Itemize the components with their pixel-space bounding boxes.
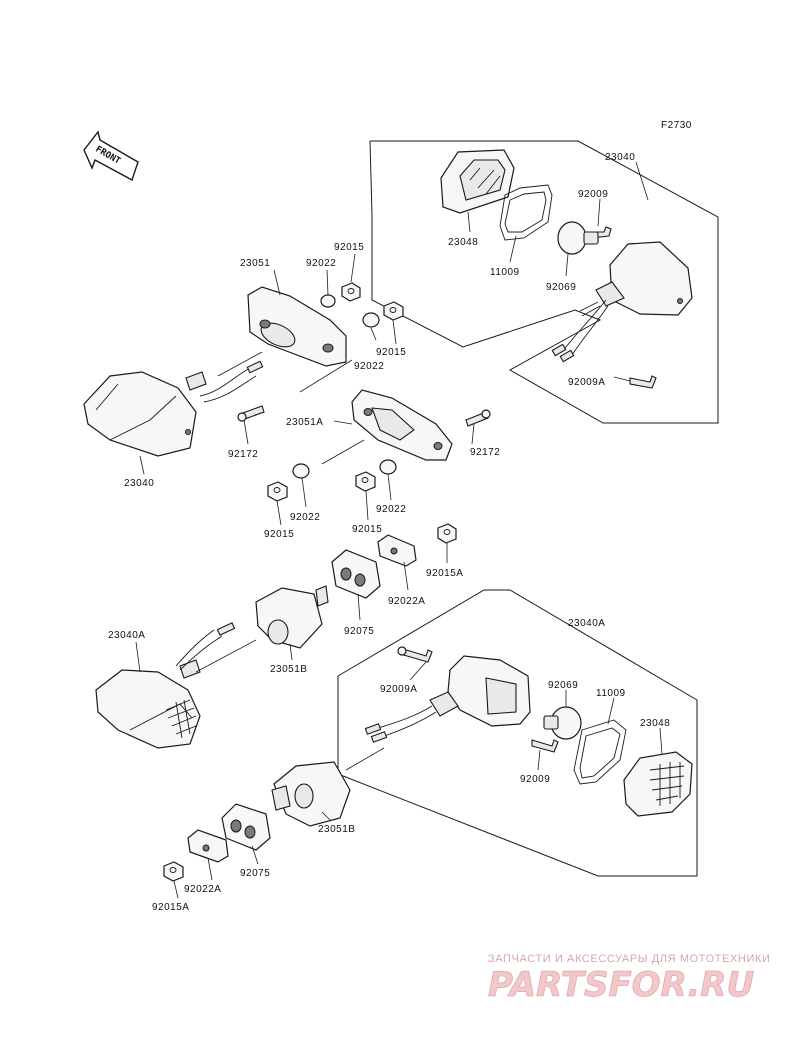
leader-lines bbox=[135, 161, 663, 899]
wires-23040A-left bbox=[175, 629, 223, 671]
plate-92022A-b bbox=[187, 829, 229, 863]
turn-signal-23040-left bbox=[83, 371, 207, 457]
lens-grid-left bbox=[165, 699, 197, 739]
label-23048-top: 23048 bbox=[448, 237, 478, 248]
label-11009-top: 11009 bbox=[490, 267, 520, 278]
housing-23040-top bbox=[579, 241, 693, 317]
bolt-92172-left bbox=[237, 405, 265, 422]
turn-signal-23040A-left bbox=[95, 659, 201, 749]
front-arrow-icon: FRONT bbox=[83, 130, 139, 182]
mount-plate-23051 bbox=[247, 286, 347, 367]
label-92022-b: 92022 bbox=[354, 361, 384, 372]
wires-bottom bbox=[377, 705, 437, 737]
label-92015-a: 92015 bbox=[334, 242, 364, 253]
label-92015A-a: 92015A bbox=[426, 568, 463, 579]
housing-23040A-right bbox=[429, 655, 531, 727]
label-23051B-a: 23051B bbox=[270, 664, 307, 675]
watermark-tagline: ЗАПЧАСТИ И АКСЕССУАРЫ ДЛЯ МОТОТЕХНИКИ bbox=[488, 953, 770, 965]
lens-23048-bottom bbox=[623, 751, 693, 817]
nut-92015-b bbox=[383, 301, 404, 321]
washer-92022-a bbox=[320, 294, 336, 308]
label-92022A-b: 92022A bbox=[184, 884, 221, 895]
label-92009-bottom: 92009 bbox=[520, 774, 550, 785]
label-92015A-b: 92015A bbox=[152, 902, 189, 913]
label-23051A: 23051A bbox=[286, 417, 323, 428]
plate-92022A-a bbox=[377, 534, 417, 567]
figure-code: F2730 bbox=[661, 120, 692, 131]
label-92069-top: 92069 bbox=[546, 282, 576, 293]
lens-23048-top bbox=[440, 149, 515, 214]
label-23048-bottom: 23048 bbox=[640, 718, 670, 729]
label-92172-right: 92172 bbox=[470, 447, 500, 458]
top-right-assembly-frame bbox=[369, 140, 719, 424]
label-92015-b: 92015 bbox=[376, 347, 406, 358]
bracket-23051B-a bbox=[255, 585, 329, 649]
nut-92015-d bbox=[355, 471, 376, 492]
label-92022A-a: 92022A bbox=[388, 596, 425, 607]
washer-92022-b bbox=[362, 312, 380, 328]
label-23040-top: 23040 bbox=[605, 152, 635, 163]
label-23040A-left: 23040A bbox=[108, 630, 145, 641]
label-23051: 23051 bbox=[240, 258, 270, 269]
lens-grid-bottom bbox=[649, 762, 685, 806]
nut-92015A-b bbox=[163, 861, 184, 882]
bulb-92069-top bbox=[557, 221, 599, 255]
label-23040-left: 23040 bbox=[124, 478, 154, 489]
gasket-11009-top bbox=[499, 184, 553, 241]
grommet-92075-b bbox=[221, 803, 271, 851]
connector-23040A-left bbox=[216, 622, 236, 636]
grommet-92075-a bbox=[331, 549, 381, 599]
bolt-92172-right bbox=[465, 409, 491, 427]
label-92009-top: 92009 bbox=[578, 189, 608, 200]
bottom-right-assembly-frame bbox=[337, 589, 698, 877]
screw-92009-bottom bbox=[531, 739, 559, 753]
label-92075-a: 92075 bbox=[344, 626, 374, 637]
mount-plate-23051A bbox=[351, 389, 453, 461]
label-92015-c: 92015 bbox=[264, 529, 294, 540]
label-23040A-right: 23040A bbox=[568, 618, 605, 629]
screw-92009A-top bbox=[629, 375, 657, 389]
washer-92022-d bbox=[379, 459, 397, 475]
bracket-23051B-b bbox=[271, 761, 351, 827]
watermark-brand: PARTSFOR.RU bbox=[488, 965, 754, 1005]
label-11009-bottom: 11009 bbox=[596, 688, 626, 699]
gasket-11009-bottom bbox=[573, 719, 627, 785]
label-92009A-bottom: 92009A bbox=[380, 684, 417, 695]
label-92022-c: 92022 bbox=[290, 512, 320, 523]
label-92015-d: 92015 bbox=[352, 524, 382, 535]
connector-top bbox=[551, 343, 575, 363]
label-92069-bottom: 92069 bbox=[548, 680, 578, 691]
connector-bottom bbox=[364, 723, 388, 743]
washer-92022-c bbox=[292, 463, 310, 479]
label-92009A-top: 92009A bbox=[568, 377, 605, 388]
label-92172-left: 92172 bbox=[228, 449, 258, 460]
nut-92015-a bbox=[341, 282, 361, 302]
bulb-92069-bottom bbox=[543, 706, 582, 740]
nut-92015A-a bbox=[437, 523, 457, 544]
connector-left bbox=[246, 360, 264, 374]
label-92075-b: 92075 bbox=[240, 868, 270, 879]
wires-left bbox=[199, 367, 257, 403]
label-23051B-b: 23051B bbox=[318, 824, 355, 835]
nut-92015-c bbox=[267, 481, 288, 502]
label-92022-d: 92022 bbox=[376, 504, 406, 515]
screw-92009A-bottom bbox=[397, 646, 433, 663]
label-92022-a: 92022 bbox=[306, 258, 336, 269]
